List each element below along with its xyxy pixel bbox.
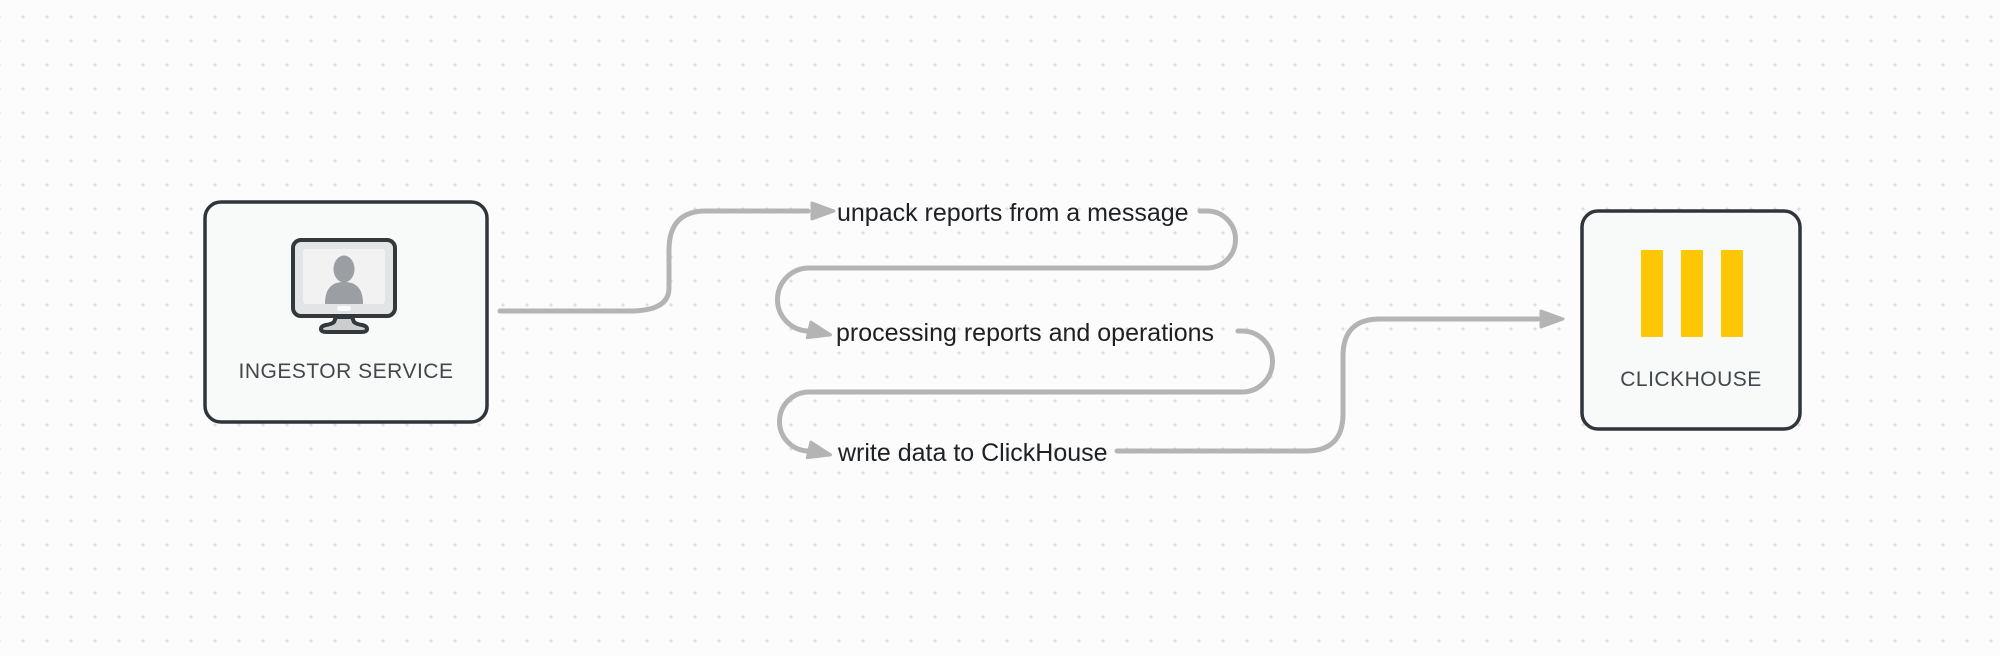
node-clickhouse-label: CLICKHOUSE: [1620, 368, 1762, 391]
step-label-2[interactable]: processing reports and operations: [836, 319, 1214, 347]
connector-line: [497, 208, 811, 314]
connector-line: [777, 328, 1275, 454]
connector-ingestor-to-step1[interactable]: [497, 201, 836, 314]
clickhouse-bar: [1721, 250, 1743, 337]
silhouette-head: [333, 255, 355, 283]
node-ingestor-service[interactable]: INGESTOR SERVICE: [203, 200, 489, 424]
connector-line: [775, 208, 1238, 334]
connector-step3-to-clickhouse[interactable]: [1114, 309, 1565, 454]
clickhouse-bars-icon: [1641, 250, 1743, 337]
arrowhead-icon: [805, 440, 833, 460]
user-silhouette: [325, 255, 363, 304]
step-label-3[interactable]: write data to ClickHouse: [837, 439, 1108, 467]
connector-line: [1114, 316, 1541, 454]
silhouette-shoulders: [325, 282, 363, 304]
connector-step1-to-step2[interactable]: [775, 208, 1238, 343]
clickhouse-bar: [1681, 250, 1703, 337]
monitor-user-icon: [291, 238, 397, 334]
clickhouse-bar: [1641, 250, 1663, 337]
connector-step2-to-step3[interactable]: [777, 328, 1275, 463]
arrowhead-icon: [810, 201, 836, 221]
arrowhead-icon: [805, 320, 833, 340]
monitor-stand: [319, 315, 369, 334]
node-ingestor-label: INGESTOR SERVICE: [239, 360, 454, 383]
step-label-1[interactable]: unpack reports from a message: [837, 199, 1189, 227]
node-clickhouse[interactable]: CLICKHOUSE: [1580, 209, 1802, 431]
arrowhead-icon: [1539, 309, 1565, 329]
monitor-chin-light: [337, 306, 351, 311]
